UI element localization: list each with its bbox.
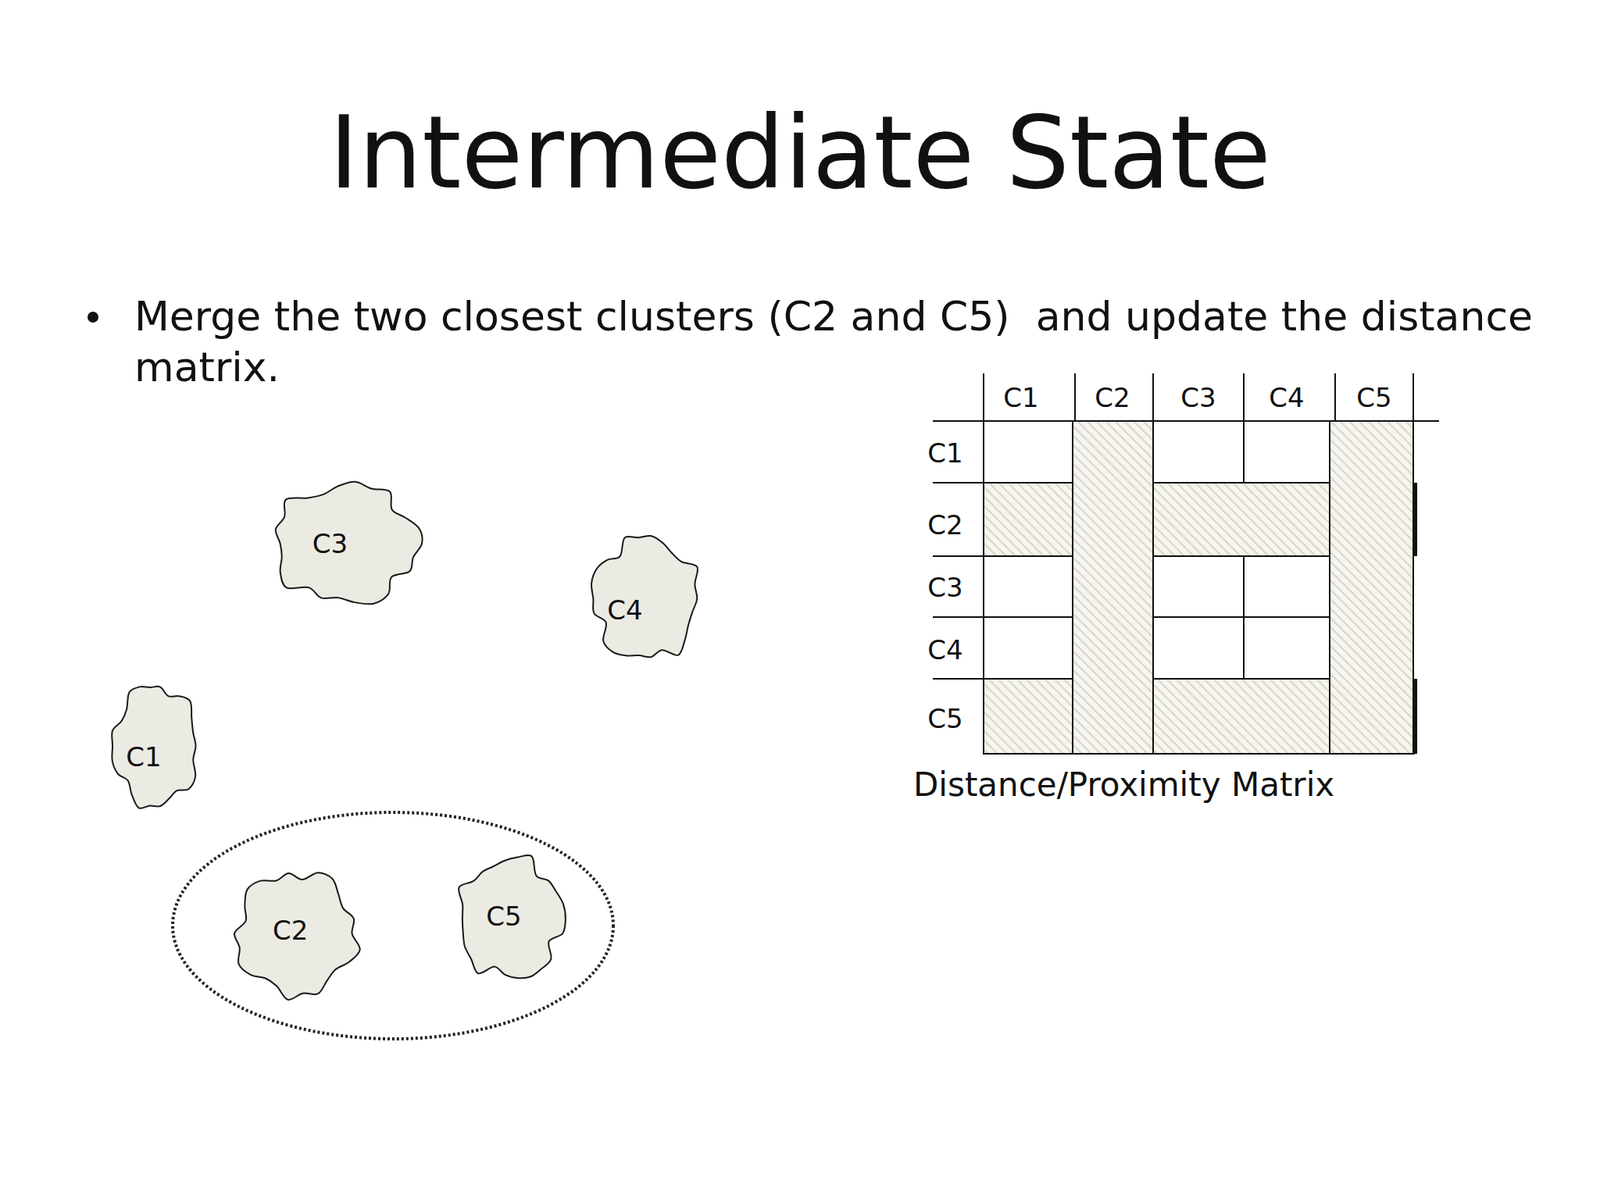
matrix-edge-mark <box>1414 482 1418 557</box>
blob-shape <box>591 535 698 658</box>
cluster-blob: C4 <box>585 530 704 668</box>
matrix-cell <box>1153 617 1244 679</box>
row-header: C1 <box>927 437 963 470</box>
row-line <box>932 482 984 484</box>
matrix-caption: Distance/Proximity Matrix <box>913 765 1335 805</box>
blob-outline <box>585 530 704 668</box>
cluster-blob: C3 <box>265 477 427 611</box>
matrix-cell <box>983 556 1073 618</box>
matrix-cell <box>1243 617 1330 679</box>
blob-shape <box>234 872 361 1000</box>
column-header: C1 <box>1003 382 1039 415</box>
header-divider <box>1412 373 1415 422</box>
blob-shape <box>275 482 423 605</box>
row-header: C3 <box>927 571 963 604</box>
matrix-cell <box>1153 421 1244 483</box>
cluster-label: C3 <box>312 528 348 561</box>
cluster-label: C1 <box>125 741 161 774</box>
header-divider <box>1152 373 1154 422</box>
matrix-border <box>983 753 1415 755</box>
cluster-label: C5 <box>485 900 522 933</box>
blob-shape <box>111 686 196 809</box>
matrix-cell <box>983 421 1073 483</box>
blob-shape <box>458 855 566 979</box>
hatched-row <box>983 678 1073 754</box>
row-line <box>932 555 984 558</box>
row-header: C2 <box>927 509 963 542</box>
row-header: C5 <box>927 703 963 736</box>
matrix-edge-mark <box>1414 678 1418 754</box>
header-divider <box>1074 373 1076 422</box>
cluster-label: C2 <box>272 914 308 947</box>
matrix-cell <box>1243 421 1330 483</box>
column-header: C5 <box>1356 382 1392 415</box>
bullet-text: Merge the two closest clusters (C2 and C… <box>134 291 1565 393</box>
cluster-blob: C1 <box>107 678 203 815</box>
matrix-cell <box>983 617 1073 679</box>
header-line <box>932 420 1440 422</box>
header-divider <box>982 373 985 422</box>
distance-matrix <box>932 373 1440 754</box>
merge-ellipse <box>172 812 614 1040</box>
hatched-row <box>1153 482 1330 557</box>
column-header: C4 <box>1268 382 1304 415</box>
cluster-label: C4 <box>607 593 643 626</box>
hatched-column <box>1072 421 1154 754</box>
bullet-dot <box>87 311 99 323</box>
header-divider <box>1242 373 1245 422</box>
hatched-row <box>1153 678 1330 754</box>
cluster-blob: C2 <box>228 864 363 1003</box>
hatched-row <box>983 482 1073 557</box>
row-line <box>932 678 984 680</box>
cluster-blob: C5 <box>452 851 570 986</box>
column-header: C3 <box>1180 382 1216 415</box>
matrix-cell <box>1153 556 1244 618</box>
hatched-column <box>1329 421 1414 754</box>
column-header: C2 <box>1094 382 1130 415</box>
header-divider <box>1334 373 1336 422</box>
row-header: C4 <box>927 634 963 667</box>
matrix-border <box>982 421 985 754</box>
slide-title: Intermediate State <box>328 92 1271 214</box>
row-line <box>932 616 984 618</box>
matrix-cell <box>1243 556 1330 618</box>
